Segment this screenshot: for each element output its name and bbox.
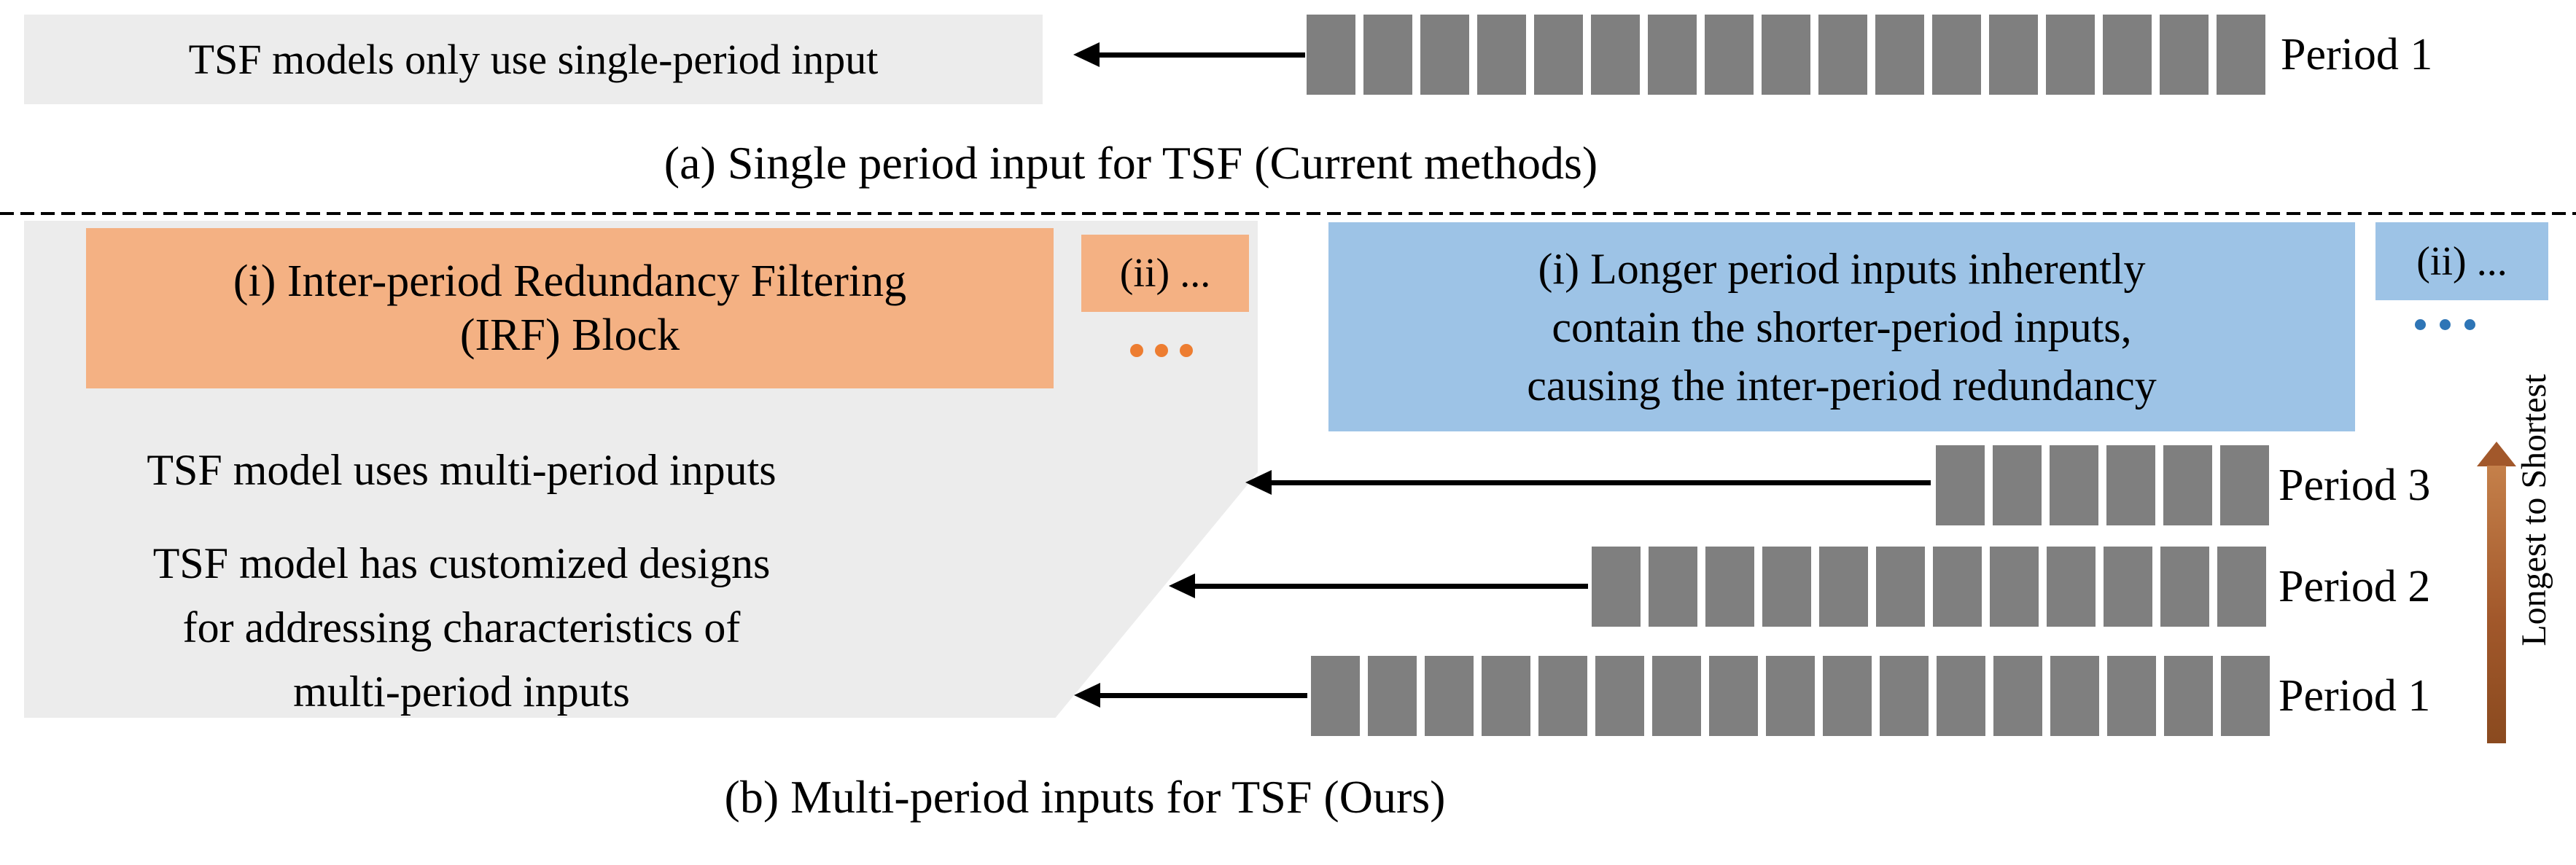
input-square (1875, 15, 1924, 95)
period-label-top: Period 1 (2281, 29, 2433, 79)
model-description-text: TSF model uses multi-period inputs TSF m… (24, 438, 899, 724)
input-square (1649, 547, 1697, 627)
redundancy-note-box: (i) Longer period inputs inherently cont… (1328, 222, 2355, 431)
input-square (1876, 547, 1925, 627)
redundancy-ellipsis-dots (2415, 319, 2475, 330)
input-square (1932, 15, 1981, 95)
input-square (2050, 445, 2098, 525)
period-label-3: Period 3 (2279, 460, 2431, 510)
input-square (1762, 547, 1811, 627)
input-square (2050, 656, 2099, 736)
input-square (1709, 656, 1758, 736)
section-divider-dashed-line (0, 212, 2576, 215)
input-square (2047, 547, 2096, 627)
input-square (1990, 547, 2039, 627)
input-square (1595, 656, 1644, 736)
input-square (2107, 656, 2156, 736)
input-square (2164, 656, 2213, 736)
input-square (1880, 656, 1929, 736)
input-square (1425, 656, 1474, 736)
input-square (2221, 656, 2270, 736)
arrow-left-icon (1245, 470, 1931, 495)
period3-squares-row (1936, 445, 2269, 525)
ellipsis-dot (2415, 319, 2426, 330)
input-square (1766, 656, 1815, 736)
input-square (1648, 15, 1697, 95)
input-square (1538, 656, 1587, 736)
input-square (2217, 15, 2265, 95)
model-text-line: TSF model has customized designs (152, 539, 771, 587)
input-square (1307, 15, 1355, 95)
input-square (1363, 15, 1412, 95)
caption-b: (b) Multi-period inputs for TSF (Ours) (724, 771, 1446, 823)
ellipsis-dot (1130, 344, 1143, 357)
period-label-1: Period 1 (2279, 670, 2431, 721)
input-square (1818, 15, 1867, 95)
redundancy-note-line3: causing the inter-period redundancy (1527, 361, 2157, 410)
input-square (1420, 15, 1469, 95)
input-square (1652, 656, 1701, 736)
arrow-left-icon (1073, 42, 1305, 67)
ellipsis-dot (1155, 344, 1168, 357)
arrow-left-icon (1074, 683, 1307, 708)
input-square (1591, 15, 1640, 95)
input-square (2160, 15, 2209, 95)
model-text-line: multi-period inputs (293, 668, 630, 716)
period1-top-squares-row (1307, 15, 2265, 95)
single-period-note-box: TSF models only use single-period input (24, 15, 1043, 104)
input-square (1705, 15, 1754, 95)
period1-bottom-squares-row (1311, 656, 2270, 736)
gradient-up-arrow-shaft (2487, 466, 2506, 743)
gradient-up-arrow-head-icon (2477, 442, 2516, 466)
input-square (2217, 547, 2266, 627)
model-text-line: TSF model uses multi-period inputs (147, 446, 777, 494)
irf-block-line1: (i) Inter-period Redundancy Filtering (233, 257, 907, 306)
redundancy-more-block: (ii) ... (2375, 222, 2548, 300)
input-square (2163, 445, 2212, 525)
model-text-line: for addressing characteristics of (182, 603, 741, 651)
caption-a: (a) Single period input for TSF (Current… (664, 137, 1598, 189)
irf-more-block: (ii) ... (1081, 235, 1249, 312)
input-square (1311, 656, 1360, 736)
longest-to-shortest-label: Longest to Shortest (2515, 374, 2553, 646)
input-square (2103, 15, 2152, 95)
input-square (1823, 656, 1872, 736)
input-square (2220, 445, 2269, 525)
irf-ellipsis-dots (1130, 344, 1193, 357)
input-square (1705, 547, 1754, 627)
input-square (1937, 656, 1985, 736)
input-square (1477, 15, 1526, 95)
ellipsis-dot (2440, 319, 2451, 330)
irf-block: (i) Inter-period Redundancy Filtering (I… (86, 228, 1054, 388)
input-square (1936, 445, 1985, 525)
input-square (1819, 547, 1868, 627)
arrow-left-icon (1169, 574, 1588, 598)
redundancy-note-line2: contain the shorter-period inputs, (1552, 302, 2132, 351)
input-square (1989, 15, 2038, 95)
input-square (1534, 15, 1583, 95)
input-square (1762, 15, 1810, 95)
input-square (1368, 656, 1417, 736)
input-square (2046, 15, 2095, 95)
ellipsis-dot (2464, 319, 2475, 330)
period2-squares-row (1592, 547, 2266, 627)
input-square (1482, 656, 1530, 736)
input-square (2106, 445, 2155, 525)
ellipsis-dot (1180, 344, 1193, 357)
period-label-2: Period 2 (2279, 561, 2431, 611)
input-square (1993, 445, 2042, 525)
input-square (1993, 656, 2042, 736)
input-square (2104, 547, 2152, 627)
input-square (1592, 547, 1641, 627)
input-square (2160, 547, 2209, 627)
redundancy-note-line1: (i) Longer period inputs inherently (1538, 244, 2146, 293)
irf-block-line2: (IRF) Block (459, 310, 680, 360)
input-square (1933, 547, 1982, 627)
